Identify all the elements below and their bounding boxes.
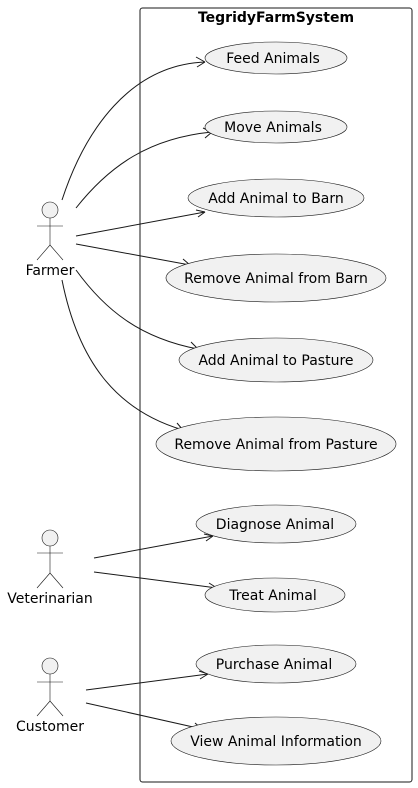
usecase-add-animal-to-barn: Add Animal to Barn	[187, 178, 365, 218]
usecase-label: Diagnose Animal	[216, 517, 334, 533]
use-cases: Feed Animals Move Animals Add Animal to …	[155, 41, 397, 766]
actor-label: Customer	[16, 719, 84, 735]
usecase-label: Add Animal to Pasture	[198, 353, 353, 369]
associations	[61, 56, 218, 732]
usecase-label: View Animal Information	[190, 734, 362, 750]
usecase-remove-animal-from-barn: Remove Animal from Barn	[165, 253, 387, 303]
association-customer-view-animal-information	[85, 702, 203, 730]
usecase-label: Remove Animal from Barn	[184, 271, 368, 287]
association-farmer-move-animals	[75, 131, 213, 209]
association-farmer-add-animal-to-pasture	[75, 269, 199, 350]
usecase-label: Add Animal to Barn	[208, 191, 344, 207]
association-veterinarian-diagnose-animal	[93, 535, 214, 559]
usecase-feed-animals: Feed Animals	[204, 41, 348, 75]
usecase-label: Remove Animal from Pasture	[174, 437, 377, 453]
association-farmer-feed-animals	[61, 61, 206, 201]
usecase-add-animal-to-pasture: Add Animal to Pasture	[178, 337, 374, 383]
usecase-diagnose-animal: Diagnose Animal	[195, 504, 357, 544]
usecase-move-animals: Move Animals	[204, 110, 348, 144]
stick-figure-icon	[36, 529, 64, 589]
association-farmer-add-animal-to-barn	[75, 211, 206, 237]
actor-label: Veterinarian	[7, 591, 92, 607]
actor-label: Farmer	[26, 263, 75, 279]
association-veterinarian-treat-animal	[93, 571, 218, 589]
usecase-label: Treat Animal	[228, 588, 317, 604]
association-farmer-remove-animal-from-barn	[75, 243, 191, 266]
stick-figure-icon	[36, 657, 64, 717]
stick-figure-icon	[36, 201, 64, 261]
system-title: TegridyFarmSystem	[198, 10, 354, 26]
actor-customer: Customer	[16, 657, 84, 735]
usecase-remove-animal-from-pasture: Remove Animal from Pasture	[155, 416, 397, 472]
arrowhead-feed-animals	[195, 56, 206, 68]
usecase-treat-animal: Treat Animal	[204, 577, 346, 613]
actor-veterinarian: Veterinarian	[7, 529, 93, 607]
association-farmer-remove-animal-from-pasture	[61, 279, 184, 431]
arrowhead-add-animal-to-barn	[195, 209, 206, 218]
actors: Farmer Veterinarian Customer	[7, 201, 93, 735]
usecase-view-animal-information: View Animal Information	[170, 716, 382, 766]
usecase-label: Move Animals	[224, 120, 322, 136]
usecase-label: Feed Animals	[226, 51, 320, 67]
usecase-purchase-animal: Purchase Animal	[195, 644, 357, 684]
actor-farmer: Farmer	[26, 201, 75, 279]
arrowhead-diagnose-animal	[203, 533, 214, 542]
association-customer-purchase-animal	[85, 673, 209, 691]
usecase-label: Purchase Animal	[216, 657, 332, 673]
